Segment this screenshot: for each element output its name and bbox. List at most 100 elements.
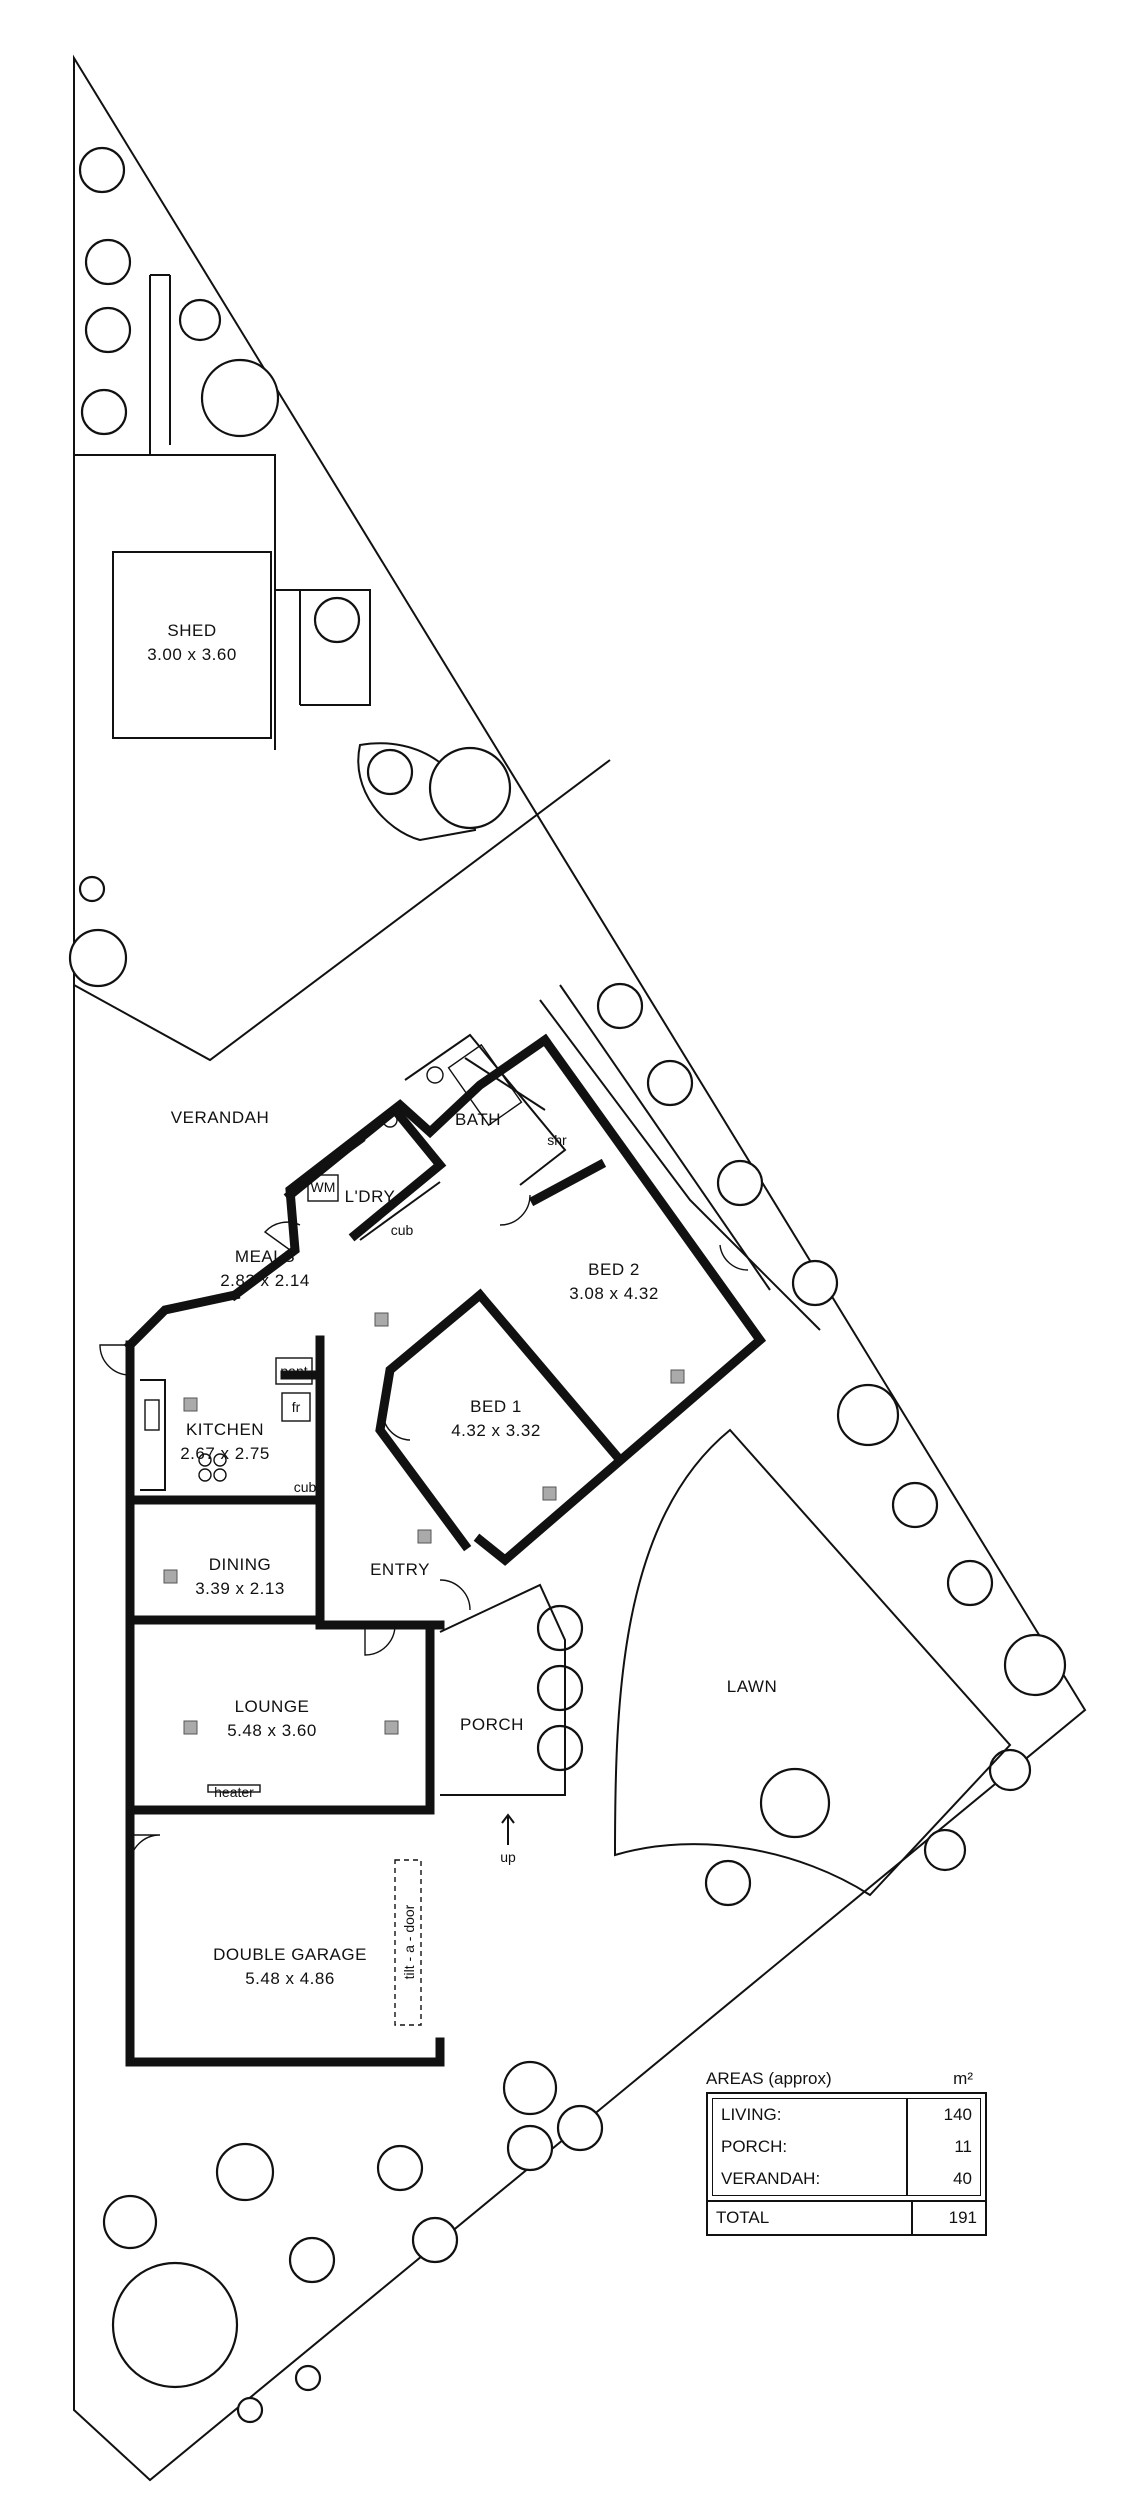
areas-box: LIVING: 140 PORCH: 11 VERANDAH: 40 TOTAL… <box>706 2092 987 2236</box>
tree <box>313 596 361 644</box>
tree <box>704 1859 752 1907</box>
tree <box>215 2142 275 2202</box>
porch-label: PORCH <box>460 1715 524 1734</box>
areas-unit: m² <box>953 2069 973 2088</box>
tree <box>411 2216 459 2264</box>
area-name: LIVING: <box>721 2105 782 2124</box>
tree <box>506 2124 554 2172</box>
shed: SHED 3.00 x 3.60 <box>112 551 272 739</box>
tree <box>988 1748 1032 1792</box>
tree <box>200 358 280 438</box>
garage-label: DOUBLE GARAGE <box>213 1945 367 1964</box>
areas-row-living: LIVING: 140 <box>713 2099 980 2131</box>
site-boundary <box>73 54 1087 2482</box>
tree <box>759 1767 831 1839</box>
door-arc <box>499 1194 531 1226</box>
tree <box>946 1559 994 1607</box>
pantry-label: pant <box>280 1363 307 1379</box>
kitchen-sink <box>144 1399 160 1431</box>
area-total-name: TOTAL <box>716 2208 770 2227</box>
up-label: up <box>500 1849 516 1865</box>
cooktop-burner <box>213 1453 227 1467</box>
tree <box>502 2060 558 2116</box>
tree <box>536 1664 584 1712</box>
areas-table: AREAS (approx) m² LIVING: 140 PORCH: 11 … <box>706 2061 987 2236</box>
kitchen-cub-label: cub <box>294 1479 317 1495</box>
dining-label: DINING <box>209 1555 272 1574</box>
heater-unit <box>207 1784 261 1793</box>
shr-label: shr <box>547 1132 567 1148</box>
shed-label: SHED <box>167 621 216 640</box>
areas-header: AREAS (approx) m² <box>706 2061 987 2092</box>
tree <box>80 388 128 436</box>
tree <box>376 2144 424 2192</box>
tree <box>556 2104 604 2152</box>
door-arc <box>719 1244 749 1271</box>
kitchen-size: 2.67 x 2.75 <box>180 1444 270 1463</box>
bath-label: BATH <box>455 1110 501 1129</box>
ceiling-lights <box>163 1312 685 1735</box>
light-fixture <box>542 1486 557 1501</box>
area-value: 40 <box>906 2163 980 2195</box>
shed-outline <box>112 551 272 739</box>
meals-size: 2.82 x 2.14 <box>220 1271 310 1290</box>
light-fixture <box>417 1529 432 1544</box>
tree <box>791 1259 839 1307</box>
tree <box>596 982 644 1030</box>
doors <box>99 1194 749 1866</box>
pantry <box>275 1357 313 1385</box>
garage-door-label: tilt - a - door <box>401 1904 417 1979</box>
garage-size: 5.48 x 4.86 <box>245 1969 335 1988</box>
area-name: VERANDAH: <box>721 2169 821 2188</box>
up-arrow <box>501 1813 515 1845</box>
door-arc <box>439 1579 471 1611</box>
tree <box>84 238 132 286</box>
door-arc <box>382 1414 411 1441</box>
cooktop-burner <box>213 1468 227 1482</box>
areas-row-total: TOTAL 191 <box>708 2200 985 2234</box>
areas-rows: LIVING: 140 PORCH: 11 VERANDAH: 40 <box>712 2098 981 2196</box>
cooktop-burner <box>198 1453 212 1467</box>
tree <box>288 2236 336 2284</box>
garage-door-outline <box>394 1859 422 2026</box>
tree <box>84 306 132 354</box>
lounge-label: LOUNGE <box>235 1697 310 1716</box>
tree <box>111 2261 239 2389</box>
fridge <box>281 1392 311 1422</box>
door-arc <box>263 1221 301 1251</box>
tree <box>536 1724 584 1772</box>
dining-size: 3.39 x 2.13 <box>195 1579 285 1598</box>
light-fixture <box>384 1720 399 1735</box>
room-labels: VERANDAH BATH shr WM L'DRY cub MEALS 2.8… <box>171 1108 658 2026</box>
tree <box>294 2364 322 2392</box>
lawn-label: LAWN <box>727 1677 778 1696</box>
basin <box>426 1066 444 1084</box>
light-fixture <box>183 1397 198 1412</box>
meals-label: MEALS <box>235 1247 295 1266</box>
area-total-value: 191 <box>911 2202 985 2234</box>
tree <box>366 748 414 796</box>
lounge-size: 5.48 x 3.60 <box>227 1721 317 1740</box>
lawn-area: LAWN <box>613 1428 1012 1897</box>
door-arc <box>129 1834 161 1866</box>
tree <box>78 875 106 903</box>
bath-fixtures <box>144 1043 523 1793</box>
ldry-label: L'DRY <box>345 1187 396 1206</box>
tree <box>78 146 126 194</box>
light-fixture <box>183 1720 198 1735</box>
tree <box>923 1828 967 1872</box>
tree <box>1003 1633 1067 1697</box>
area-value: 11 <box>906 2131 980 2163</box>
tree <box>428 746 512 830</box>
shed-size: 3.00 x 3.60 <box>147 645 237 664</box>
house-walls <box>123 1033 767 2067</box>
light-fixture <box>670 1369 685 1384</box>
door-arc <box>99 1344 131 1376</box>
bathtub <box>447 1043 523 1127</box>
tree <box>68 928 128 988</box>
area-name: PORCH: <box>721 2137 788 2156</box>
trees <box>68 146 1067 2424</box>
tree <box>891 1481 939 1529</box>
light-fixture <box>374 1312 389 1327</box>
tree <box>716 1159 764 1207</box>
